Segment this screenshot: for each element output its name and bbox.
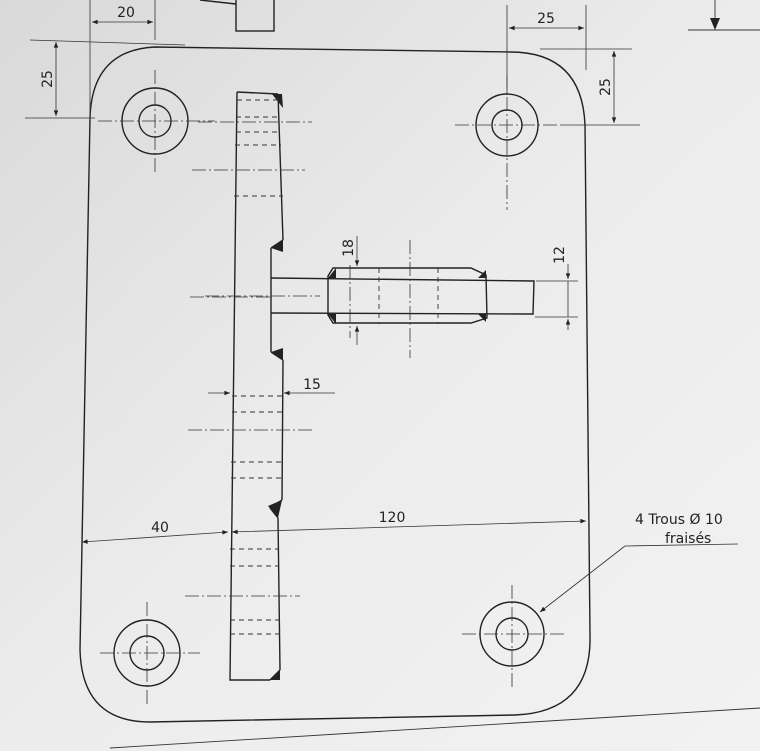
dim-top-right-label: 25 (537, 11, 555, 27)
dim-bottom-horizontal: 40 120 (81, 510, 587, 544)
dim-left-vertical-label: 25 (40, 70, 56, 88)
dim-right-vertical: 25 (540, 48, 640, 126)
dim-flange-width-label: 12 (552, 246, 568, 264)
dim-web-height: 18 (341, 236, 360, 345)
horizontal-rib (205, 240, 535, 358)
dim-left-vertical: 25 (25, 39, 186, 119)
hole-note-line2: fraisés (665, 531, 711, 547)
plate-lower-edge (109, 707, 760, 749)
hole-note: 4 Trous Ø 10 fraisés (539, 512, 739, 613)
hole-bottom-left (100, 602, 200, 705)
dim-rib-thickness: 15 (208, 377, 335, 396)
top-partial-elements (199, 0, 760, 32)
dim-top-right: 25 (506, 5, 587, 95)
dim-right-vertical-label: 25 (598, 78, 614, 96)
dim-flange-width: 12 (535, 246, 578, 330)
hole-note-line1: 4 Trous Ø 10 (635, 512, 723, 528)
hole-top-left (98, 70, 215, 172)
hole-bottom-right (462, 585, 565, 690)
vertical-flange (185, 91, 312, 681)
dim-web-height-label: 18 (341, 239, 357, 257)
dim-main-length-label: 120 (379, 510, 406, 526)
dim-top-left: 20 (89, 0, 156, 120)
plate-outline (79, 46, 591, 723)
dim-rib-thickness-label: 15 (303, 377, 321, 393)
top-block (235, 0, 275, 32)
dim-top-left-label: 20 (117, 5, 135, 21)
dim-left-distance-label: 40 (151, 520, 169, 536)
